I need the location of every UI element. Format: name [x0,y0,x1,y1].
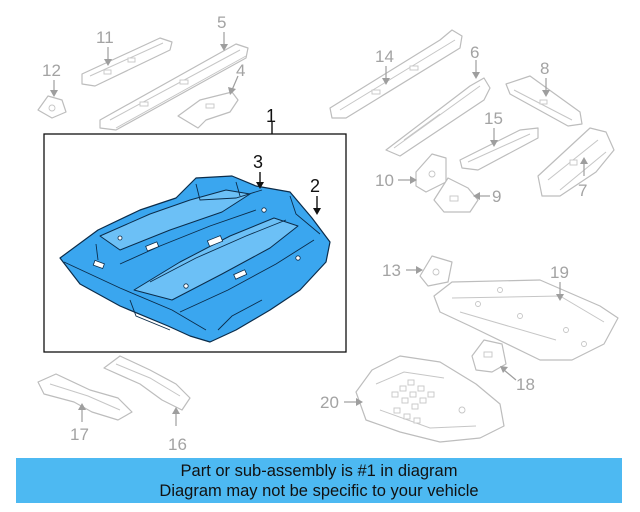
part-5-rail[interactable] [99,43,249,131]
parts-diagram: 11 5 12 4 14 6 [37,13,619,454]
callout-4: 4 [236,61,245,80]
callout-12: 12 [42,61,61,80]
banner-line-2: Diagram may not be specific to your vehi… [159,481,479,500]
callout-1: 1 [266,106,276,126]
part-15-crossmember[interactable] [459,127,539,171]
callout-14: 14 [375,47,394,66]
callout-9: 9 [492,187,501,206]
part-8-rail[interactable] [505,75,583,127]
part-1-floor-pan[interactable] [59,175,331,343]
highlight-frame [43,133,347,353]
callout-18: 18 [516,375,535,394]
callout-11: 11 [96,28,114,47]
part-9-bracket[interactable] [433,177,479,213]
banner-line-1: Part or sub-assembly is #1 in diagram [180,461,458,480]
part-7-rail[interactable] [537,127,615,197]
callout-7: 7 [578,181,587,200]
callout-10: 10 [375,171,394,190]
part-4-bracket[interactable] [177,91,239,129]
callout-8: 8 [540,59,549,78]
part-18-bracket[interactable] [471,339,507,373]
callout-13: 13 [382,261,401,280]
callout-2: 2 [310,176,320,196]
part-14-rail[interactable] [329,29,463,119]
part-17-crossmember[interactable] [37,373,133,421]
part-20-shield[interactable] [355,355,505,443]
callout-6: 6 [470,43,479,62]
callout-20: 20 [320,393,339,412]
callout-15: 15 [484,109,503,128]
callout-19: 19 [550,263,569,282]
callout-5: 5 [217,13,226,32]
info-banner: Part or sub-assembly is #1 in diagram Di… [16,458,622,503]
part-10-bracket[interactable] [415,153,447,193]
callout-3: 3 [253,152,263,172]
part-12-bracket[interactable] [37,95,67,119]
part-16-crossmember[interactable] [103,355,191,411]
part-19-under-cover[interactable] [433,279,619,361]
part-13-bracket[interactable] [419,255,453,287]
callout-17: 17 [70,425,89,444]
callout-16: 16 [168,435,187,454]
part-11-rail[interactable] [81,37,173,87]
part-6-rail[interactable] [385,77,491,157]
